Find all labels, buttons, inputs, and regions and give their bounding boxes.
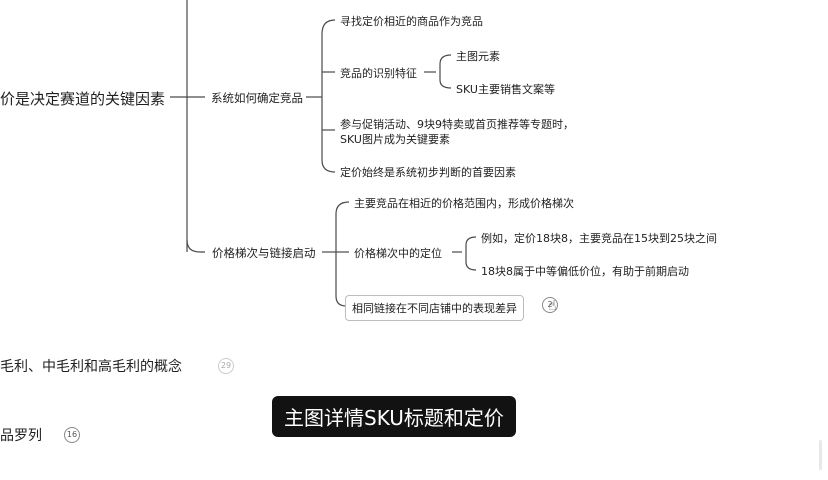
video-subtitle: 主图详情SKU标题和定价 (272, 396, 516, 437)
topic-margin[interactable]: 毛利、中毛利和高毛利的概念 (0, 359, 182, 375)
price-item-3-selected[interactable]: 相同链接在不同店铺中的表现差异 (345, 295, 524, 321)
collapse-count-badge[interactable]: 2 (542, 297, 558, 313)
price-item-1[interactable]: 主要竞品在相近的价格范围内，形成价格梯次 (354, 197, 574, 210)
branch-price-label[interactable]: 价格梯次与链接启动 (212, 246, 316, 260)
price-item-2[interactable]: 价格梯次中的定位 (354, 247, 442, 260)
root-topic[interactable]: 价是决定赛道的关键因素 (0, 90, 166, 108)
branch-system-label[interactable]: 系统如何确定竞品 (211, 91, 303, 105)
collapse-count-badge-margin[interactable]: 29 (218, 358, 234, 374)
positioning-item-1[interactable]: 例如，定价18块8，主要竞品在15块到25块之间 (481, 232, 717, 245)
collapse-count-badge-product[interactable]: 16 (64, 427, 80, 443)
vertical-scrollbar[interactable] (819, 440, 822, 470)
feature-item-2[interactable]: SKU主要销售文案等 (456, 83, 555, 96)
positioning-item-2[interactable]: 18块8属于中等偏低价位，有助于前期启动 (481, 265, 689, 278)
feature-item-1[interactable]: 主图元素 (456, 50, 500, 63)
system-item-4[interactable]: 定价始终是系统初步判断的首要因素 (340, 166, 516, 179)
system-item-3-line2[interactable]: SKU图片成为关键要素 (340, 133, 450, 146)
topic-product[interactable]: 品罗列 (0, 428, 42, 444)
system-item-3[interactable]: 参与促销活动、9块9特卖或首页推荐等专题时， (340, 118, 574, 131)
system-item-2[interactable]: 竞品的识别特征 (340, 67, 417, 80)
hand-cursor-icon: ☝ (548, 298, 557, 314)
system-item-1[interactable]: 寻找定价相近的商品作为竞品 (340, 15, 483, 28)
price-item-3-label: 相同链接在不同店铺中的表现差异 (352, 302, 517, 315)
